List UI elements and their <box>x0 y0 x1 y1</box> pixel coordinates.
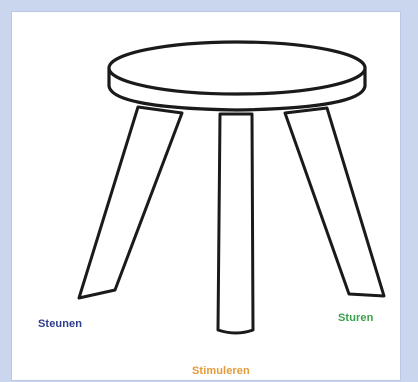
label-stimuleren: Stimuleren <box>192 365 250 377</box>
stool-leg-right <box>285 108 384 296</box>
label-steunen: Steunen <box>38 318 82 330</box>
stool-seat <box>109 42 365 110</box>
diagram-panel: Steunen Sturen Stimuleren <box>11 11 401 381</box>
stool-leg-left <box>79 107 182 298</box>
stool-leg-center <box>218 114 253 333</box>
label-sturen: Sturen <box>338 312 373 324</box>
